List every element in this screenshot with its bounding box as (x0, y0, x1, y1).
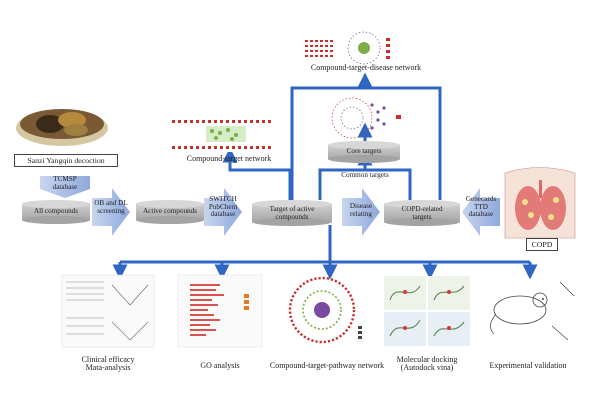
go-analysis-image (177, 274, 263, 348)
swiss-line-3: database (210, 210, 236, 219)
genecards-line-1: Genecards (465, 195, 497, 203)
ob-dl-label: OB and DL screening (92, 199, 130, 215)
target-active-line-1: Target of active (269, 205, 315, 213)
clinical-line-1: Clinical efficacy (81, 355, 135, 364)
swiss-line-2: PubChem (208, 202, 238, 211)
genecards-label: Genecards TTD database (462, 195, 500, 219)
analysis-ctp-label: Compound-target-pathway network (262, 361, 392, 370)
all-compounds-cylinder (22, 200, 90, 224)
copd-label: COPD (526, 238, 558, 251)
herb-bowl-image (16, 109, 108, 146)
analysis-experimental-label: Experimental validation (478, 361, 578, 370)
analysis-go-label: GO analysis (178, 361, 262, 370)
genecards-line-3: database (468, 210, 494, 219)
genecards-chevron (462, 188, 500, 236)
ct-network-label: Compound-target network (186, 154, 272, 163)
core-targets-cylinder (328, 141, 400, 163)
copd-lungs-image (504, 167, 576, 239)
swiss-line-1: SWITCH (209, 195, 237, 203)
ob-dl-line-1: OB and DL (94, 199, 128, 207)
copd-targets-line-2: targets (412, 212, 432, 221)
clinical-efficacy-image (61, 274, 155, 348)
target-active-line-2: compounds (275, 212, 309, 221)
flow-connectors (112, 72, 538, 280)
core-targets-network-image (331, 97, 401, 139)
ctd-network-label: Compound-target-disease network (310, 63, 422, 72)
copd-targets-line-1: COPD-related (401, 205, 443, 213)
molecular-docking-image (384, 276, 470, 346)
experimental-line-1: Experimental validation (489, 361, 567, 370)
core-targets-label: Core targets (346, 147, 382, 155)
herb-label: Sanzi Yangqin decoction (14, 154, 118, 167)
copd-targets-label: COPD-related targets (384, 205, 460, 221)
analysis-clinical-label: Clinical efficacy Mata-analysis (62, 355, 154, 373)
ob-dl-line-2: screening (97, 206, 125, 215)
all-compounds-label: All compounds (33, 207, 79, 215)
clinical-line-2: Mata-analysis (85, 363, 131, 373)
active-compounds-cylinder (136, 200, 204, 224)
analysis-docking-label: Molecular docking (Autodock vina) (384, 355, 470, 373)
docking-line-2: (Autodock vina) (400, 363, 454, 373)
target-active-cylinder (252, 200, 332, 226)
disease-relating-label: Disease relating (342, 202, 380, 218)
swiss-label: SWITCH PubChem database (204, 195, 242, 219)
swiss-chevron (204, 188, 242, 236)
ctp-line-1: Compound-target-pathway network (269, 361, 385, 370)
ctd-network-image (305, 31, 390, 65)
copd-targets-cylinder (384, 200, 460, 226)
experimental-validation-image (490, 281, 575, 341)
compound-target-network-image (170, 118, 288, 152)
disease-line-1: Disease (349, 202, 373, 210)
docking-line-1: Molecular docking (396, 355, 458, 364)
go-line-1: GO analysis (200, 361, 240, 370)
common-targets-label: Common targets (341, 171, 389, 179)
tcmsp-chevron (40, 176, 90, 198)
active-compounds-label: Active compounds (142, 207, 198, 215)
disease-chevron (342, 188, 380, 236)
disease-line-2: relating (350, 209, 372, 218)
tcmsp-line-1: TCMSP (53, 175, 77, 183)
target-active-label: Target of active compounds (252, 205, 332, 221)
tcmsp-line-2: database (52, 182, 78, 191)
tcmsp-label: TCMSP database (48, 175, 82, 191)
ob-dl-chevron (92, 188, 130, 236)
genecards-line-2: TTD (474, 202, 488, 211)
ctp-network-image (288, 276, 362, 344)
